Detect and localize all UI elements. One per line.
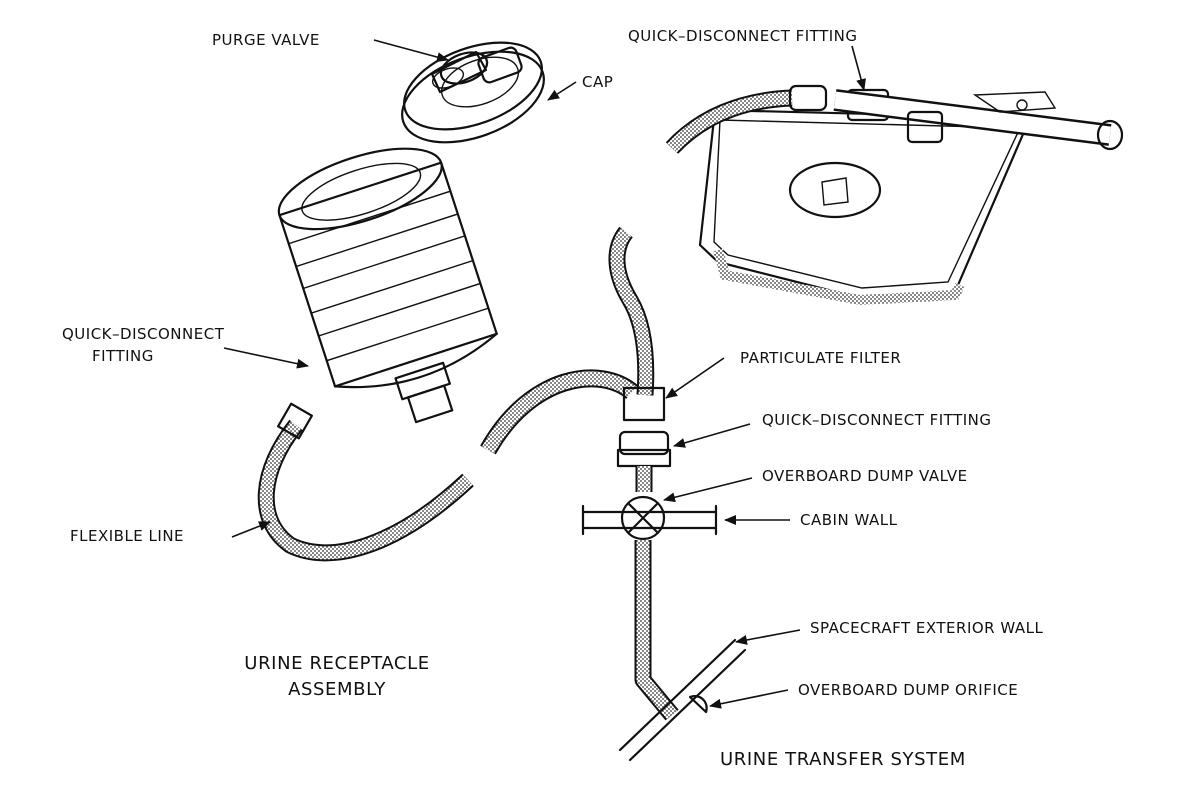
label-qd-mid: QUICK–DISCONNECT FITTING [762,411,992,429]
dump-valve-leader [663,477,753,503]
transfer-hose [480,369,638,455]
filter-leader [665,357,725,399]
label-spacecraft-exterior-wall: SPACECRAFT EXTERIOR WALL [810,619,1044,637]
label-cap: CAP [582,73,614,91]
qd-left-leader [223,347,309,369]
collection-bag [665,84,1124,306]
qd-mid-leader [673,423,751,448]
dump-orifice-leader [709,689,789,709]
purge-valve [430,46,523,94]
exterior-wall-leader [735,629,801,645]
label-qd-left-line1: QUICK–DISCONNECT [62,325,225,343]
label-cabin-wall: CABIN WALL [800,511,898,529]
purge-valve-leader [373,39,449,62]
title-receptacle-line1: URINE RECEPTACLE [244,653,430,674]
label-particulate-filter: PARTICULATE FILTER [740,349,902,367]
label-overboard-dump-orifice: OVERBOARD DUMP ORIFICE [798,681,1019,699]
label-overboard-dump-valve: OVERBOARD DUMP VALVE [762,467,968,485]
qd-top-leader [851,45,866,91]
leader-lines [223,39,866,709]
label-qd-top: QUICK–DISCONNECT FITTING [628,27,858,45]
flexible-line [257,402,474,562]
flexible-line-leader [231,521,271,538]
label-qd-left-line2: FITTING [92,347,154,365]
transfer-line [581,226,747,762]
receptacle-cylinder [277,147,498,424]
cap-leader [547,81,577,101]
label-flexible-line: FLEXIBLE LINE [70,527,185,545]
title-transfer-system: URINE TRANSFER SYSTEM [720,749,966,770]
label-purge-valve: PURGE VALVE [212,31,320,49]
cap-assembly [401,41,545,144]
title-receptacle-line2: ASSEMBLY [288,679,386,700]
